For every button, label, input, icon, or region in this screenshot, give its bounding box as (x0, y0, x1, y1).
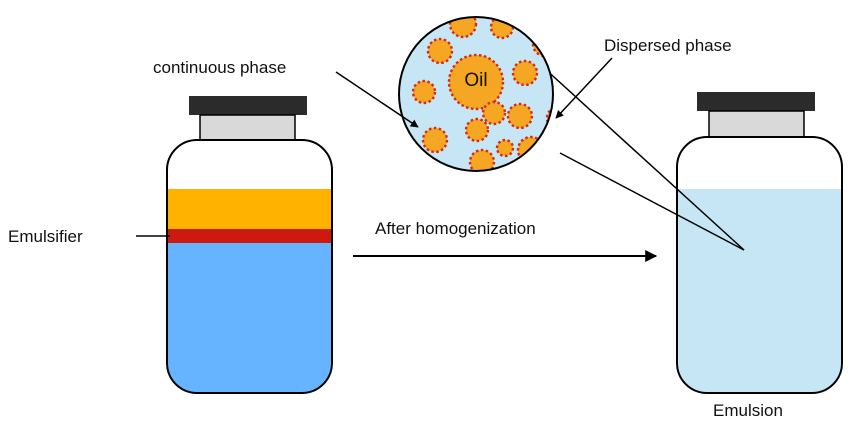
continuous-phase-arrow (335, 71, 419, 128)
emulsion-label: Emulsion (713, 401, 783, 420)
oil-droplet (447, 53, 505, 111)
emulsion-fill (677, 189, 842, 393)
left-bottle-neck (199, 114, 296, 144)
oil-droplet (421, 126, 449, 154)
oil-droplet (411, 79, 437, 105)
water-layer (167, 243, 332, 393)
right-bottle-neck (708, 110, 805, 140)
left-bottle-outline (166, 139, 333, 394)
oil-droplet (468, 148, 496, 171)
oil-label: Oil (464, 70, 487, 91)
left-bottle-cap (189, 96, 307, 115)
oil-droplet (448, 17, 478, 39)
oil-droplet (481, 100, 507, 126)
oil-droplet (495, 138, 515, 158)
right-bottle (676, 92, 843, 394)
right-bottle-cap (697, 92, 815, 111)
zoom-circle-outline (398, 16, 554, 172)
oil-droplet (506, 102, 534, 130)
continuous-phase-label: continuous phase (153, 58, 286, 77)
dispersed-phase-label: Dispersed phase (604, 36, 732, 55)
oil-droplet (531, 30, 553, 58)
oil-droplet (511, 59, 539, 87)
emulsifier-layer (167, 229, 332, 243)
left-bottle (166, 96, 333, 394)
emulsifier-label: Emulsifier (8, 227, 83, 246)
zoom-pointer (531, 56, 745, 251)
right-bottle-outline (676, 136, 843, 394)
oil-layer (167, 189, 332, 229)
dispersed-phase-arrow (555, 57, 613, 119)
after-homogenization-label: After homogenization (375, 219, 536, 238)
zoom-circle: Oil (398, 16, 554, 172)
oil-droplet (464, 117, 490, 143)
oil-droplet (426, 37, 454, 65)
oil-droplet (516, 135, 546, 165)
